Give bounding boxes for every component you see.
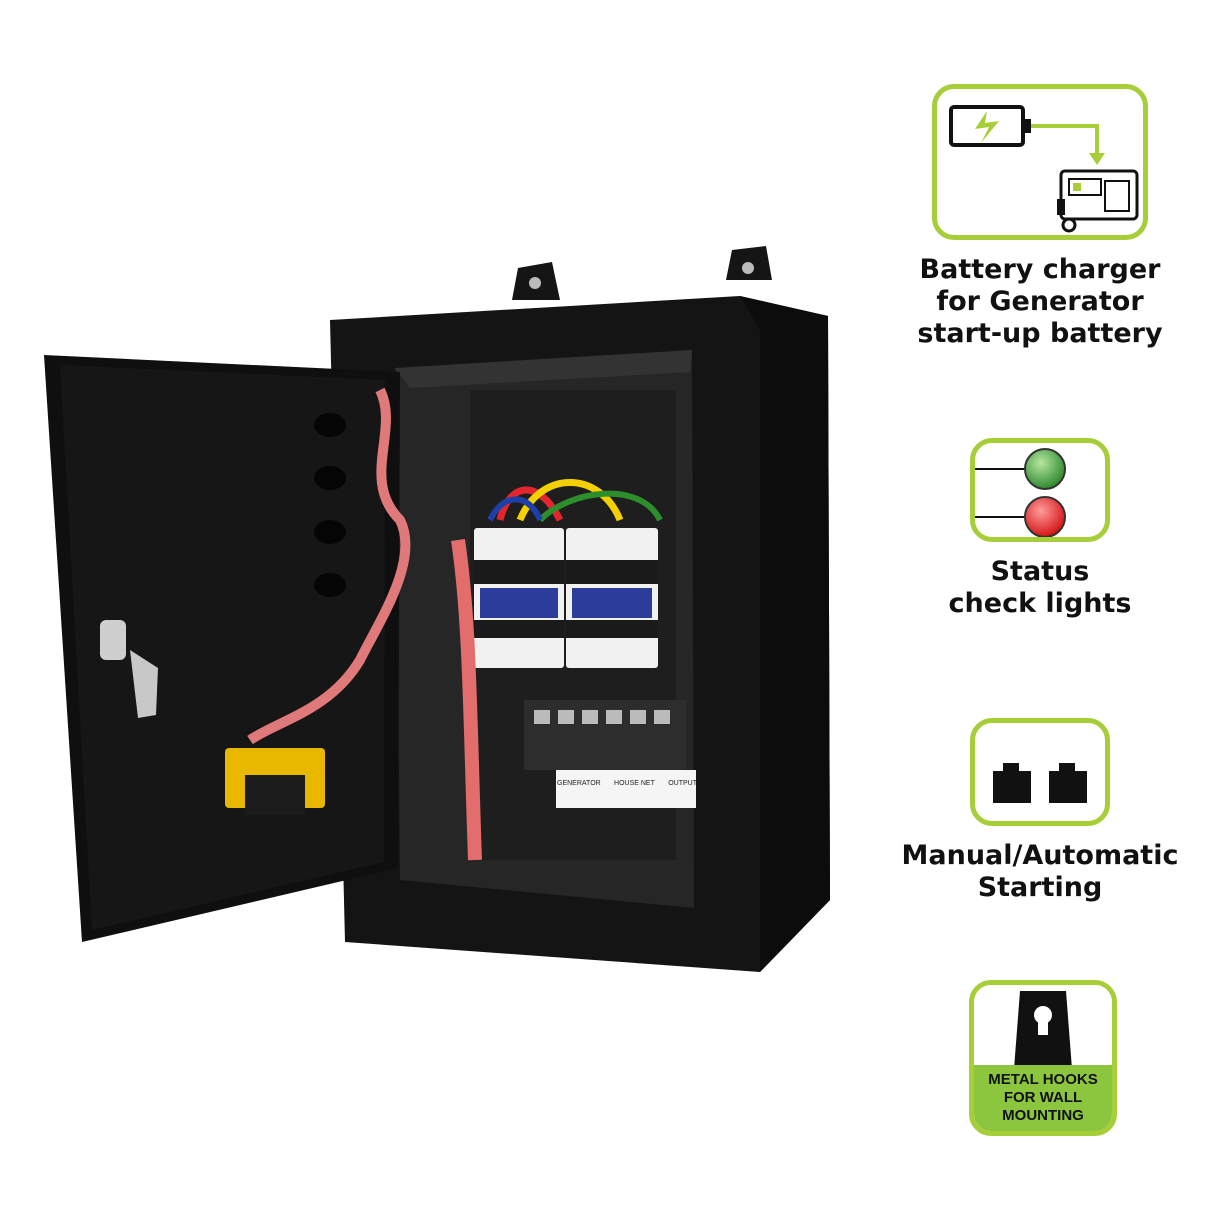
caption-line: Status (990, 556, 1090, 587)
label-house-net: HOUSE NET (614, 780, 655, 787)
status-lights-icon-box (970, 438, 1110, 542)
battery-to-generator-icon (949, 105, 1139, 233)
manual-switch-icon (993, 763, 1031, 803)
contactor-left (474, 528, 564, 668)
feature-status-lights: Status check lights (920, 438, 1160, 620)
battery-charger-icon-box (932, 84, 1148, 240)
hook-icon-area (974, 985, 1112, 1075)
status-lights-icon (975, 448, 1066, 538)
door-indicator-lamps (314, 413, 346, 597)
caption-line: Starting (977, 872, 1103, 903)
manual-automatic-icon-box (970, 718, 1110, 826)
automatic-switch-icon (1049, 763, 1087, 803)
caption-line: start-up battery (917, 318, 1163, 349)
metal-hooks-icon-box: METAL HOOKS FOR WALL MOUNTING (969, 980, 1117, 1136)
feature-metal-hooks: METAL HOOKS FOR WALL MOUNTING (930, 980, 1156, 1136)
door-lock (100, 620, 158, 718)
red-status-led-icon (1024, 496, 1066, 538)
feature-battery-charger: Battery charger for Generator start-up b… (917, 84, 1163, 350)
label-line: METAL HOOKS (988, 1071, 1098, 1088)
caption-line: Battery charger (919, 254, 1161, 285)
terminal-label-strip (556, 770, 696, 808)
label-output: OUTPUT (668, 780, 697, 787)
metal-hooks-label: METAL HOOKS FOR WALL MOUNTING (974, 1065, 1112, 1131)
manual-automatic-icon (993, 763, 1087, 803)
caption-line: Manual/Automatic (901, 840, 1179, 871)
manual-automatic-caption: Manual/Automatic Starting (902, 840, 1179, 904)
caption-line: check lights (948, 588, 1132, 619)
caption-line: for Generator (936, 286, 1144, 317)
terminal-labels: GENERATOR HOUSE NET OUTPUT (557, 780, 697, 787)
wall-hook-icon (1014, 991, 1072, 1069)
transfer-switch-cabinet-image (44, 246, 830, 972)
label-line: MOUNTING (1002, 1107, 1084, 1124)
label-line: FOR WALL (1003, 1089, 1083, 1106)
green-status-led-icon (1024, 448, 1066, 490)
feature-manual-automatic: Manual/Automatic Starting (890, 718, 1190, 904)
contactor-right (566, 528, 658, 668)
status-lights-caption: Status check lights (949, 556, 1132, 620)
battery-charger-caption: Battery charger for Generator start-up b… (917, 254, 1162, 350)
label-generator: GENERATOR (557, 780, 601, 787)
